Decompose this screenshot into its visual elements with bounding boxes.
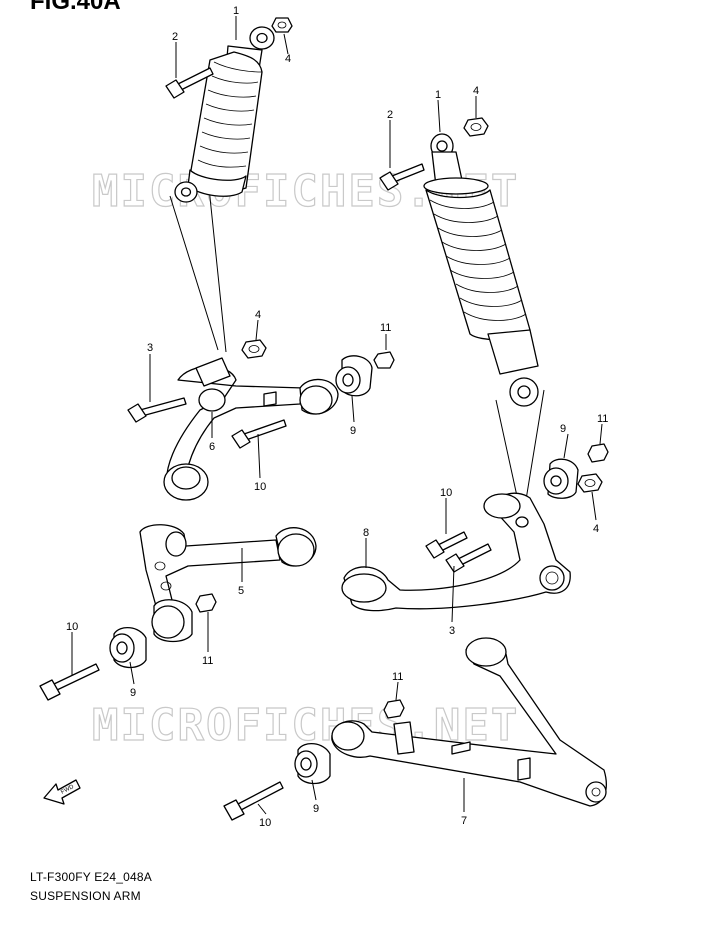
callout-10: 10 — [440, 487, 452, 499]
bushing-9-right-bottom — [294, 743, 331, 785]
right-upper-arm — [341, 492, 571, 612]
callout-9: 9 — [313, 803, 319, 815]
callout-9: 9 — [130, 687, 136, 699]
nut-4-left-top — [271, 17, 293, 33]
callout-3: 3 — [449, 625, 455, 637]
callout-4: 4 — [593, 523, 599, 535]
callout-11: 11 — [597, 413, 608, 425]
bushing-9-left-bottom — [109, 627, 147, 669]
right-shock-absorber — [423, 133, 545, 513]
callout-8: 8 — [363, 527, 369, 539]
bolt-3-left — [127, 397, 187, 423]
fwd-arrow-icon: FWD — [43, 779, 81, 805]
nut-4-left-mid — [241, 339, 267, 359]
callout-5: 5 — [238, 585, 244, 597]
bolt-10-left-bottom — [39, 663, 100, 701]
bushing-9-left-top — [335, 355, 373, 397]
callout-1: 1 — [435, 89, 441, 101]
left-shock-absorber — [169, 26, 275, 353]
callout-11: 11 — [392, 671, 403, 683]
bolt-10-left-top — [231, 419, 287, 449]
callout-numbers: 1 2 4 1 4 2 4 11 3 9 6 10 9 11 10 4 8 3 … — [66, 5, 608, 829]
callout-9: 9 — [560, 423, 566, 435]
nut-4-right-mid — [577, 473, 603, 493]
bolt-3-right — [445, 543, 492, 573]
callout-10: 10 — [259, 817, 271, 829]
callout-7: 7 — [461, 815, 467, 827]
diagram-code: LT-F300FY E24_048A — [30, 870, 152, 884]
callout-2: 2 — [172, 31, 178, 43]
bolt-10-right-bottom — [223, 781, 284, 821]
figure-title: FIG.40A — [30, 0, 121, 15]
left-upper-arm — [163, 357, 339, 501]
callout-11: 11 — [380, 322, 391, 334]
callout-6: 6 — [209, 441, 215, 453]
callout-1: 1 — [233, 5, 239, 17]
callout-4: 4 — [285, 53, 291, 65]
callout-10: 10 — [254, 481, 266, 493]
callout-3: 3 — [147, 342, 153, 354]
bushing-9-right — [543, 458, 579, 499]
bolt-2-right — [379, 163, 425, 191]
nut-11-left-bottom — [195, 593, 217, 613]
bolt-2-left — [165, 67, 214, 99]
callout-10: 10 — [66, 621, 78, 633]
callout-2: 2 — [387, 109, 393, 121]
bolt-10-right-top — [425, 531, 468, 559]
left-lower-arm — [139, 524, 317, 643]
leader-lines — [71, 16, 603, 815]
callout-9: 9 — [350, 425, 356, 437]
nut-11-left-top — [373, 351, 395, 369]
callout-11: 11 — [202, 655, 213, 667]
callout-4: 4 — [255, 309, 261, 321]
right-lower-arm — [331, 637, 607, 807]
diagram-caption: SUSPENSION ARM — [30, 889, 141, 903]
nut-11-right — [587, 443, 609, 463]
nut-11-right-bottom — [383, 699, 405, 719]
nut-4-right-top — [463, 117, 489, 137]
callout-4: 4 — [473, 85, 479, 97]
